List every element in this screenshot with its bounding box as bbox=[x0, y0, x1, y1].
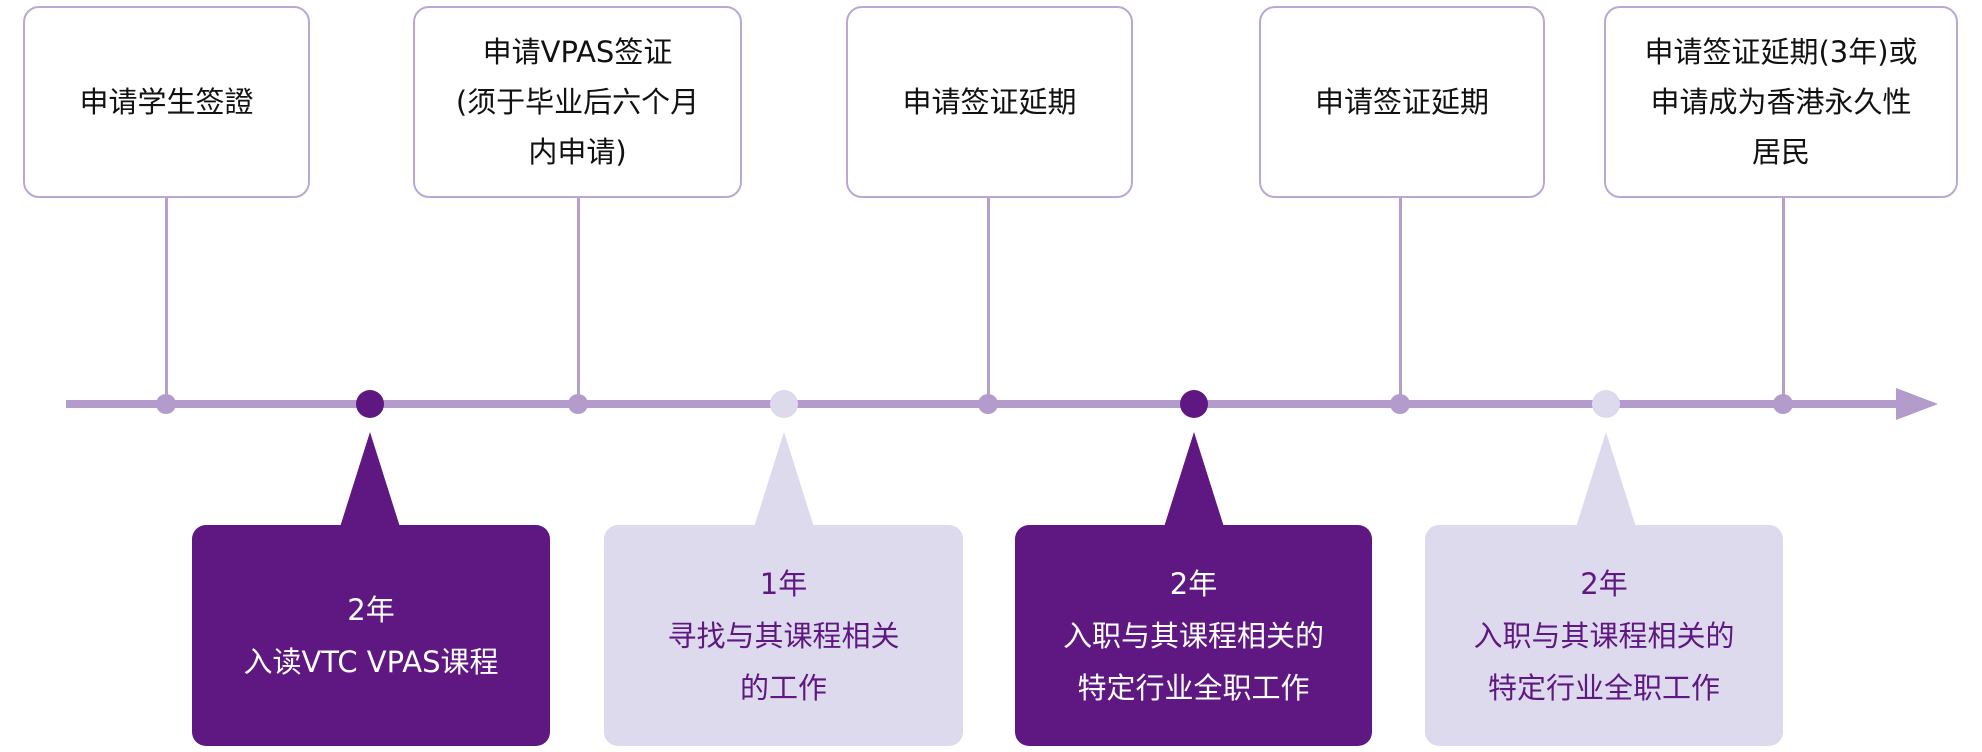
period-box: 2年 入读VTC VPAS课程 bbox=[192, 525, 550, 746]
period-box: 2年 入职与其课程相关的 特定行业全职工作 bbox=[1015, 525, 1372, 746]
period-dot bbox=[356, 390, 384, 418]
connector-line bbox=[987, 198, 990, 404]
period-duration: 1年 bbox=[759, 566, 808, 601]
milestone-box: 申请签证延期(3年)或 申请成为香港永久性 居民 bbox=[1604, 6, 1958, 198]
milestone-label: 申请VPAS签证 (须于毕业后六个月 内申请) bbox=[455, 35, 700, 169]
period-description: 寻找与其课程相关 的工作 bbox=[667, 618, 900, 705]
milestone-dot bbox=[568, 394, 588, 414]
milestone-label: 申请签证延期 bbox=[902, 85, 1077, 119]
connector-line bbox=[1399, 198, 1402, 404]
period-dot bbox=[1592, 390, 1620, 418]
period-box: 2年 入职与其课程相关的 特定行业全职工作 bbox=[1425, 525, 1783, 746]
callout-pointer bbox=[1576, 432, 1636, 527]
connector-line bbox=[577, 198, 580, 404]
connector-line bbox=[165, 198, 168, 404]
period-duration: 2年 bbox=[347, 592, 395, 627]
period-dot bbox=[1180, 390, 1208, 418]
milestone-box: 申请VPAS签证 (须于毕业后六个月 内申请) bbox=[413, 6, 742, 198]
period-duration: 2年 bbox=[1580, 566, 1628, 601]
milestone-dot bbox=[1773, 394, 1793, 414]
milestone-label: 申请签证延期(3年)或 申请成为香港永久性 居民 bbox=[1644, 35, 1918, 169]
period-dot bbox=[770, 390, 798, 418]
callout-pointer bbox=[754, 432, 814, 527]
period-duration: 2年 bbox=[1169, 566, 1218, 601]
milestone-label: 申请学生签證 bbox=[79, 85, 254, 119]
milestone-dot bbox=[156, 394, 176, 414]
milestone-dot bbox=[978, 394, 998, 414]
milestone-box: 申请学生签證 bbox=[23, 6, 310, 198]
milestone-box: 申请签证延期 bbox=[1259, 6, 1545, 198]
connector-line bbox=[1782, 198, 1785, 404]
milestone-box: 申请签证延期 bbox=[846, 6, 1133, 198]
arrow-head-icon bbox=[1896, 388, 1938, 420]
period-description: 入职与其课程相关的 特定行业全职工作 bbox=[1062, 618, 1324, 705]
callout-pointer bbox=[340, 432, 400, 527]
period-description: 入职与其课程相关的 特定行业全职工作 bbox=[1473, 618, 1735, 705]
milestone-dot bbox=[1390, 394, 1410, 414]
period-box: 1年 寻找与其课程相关 的工作 bbox=[604, 525, 963, 746]
callout-pointer bbox=[1164, 432, 1224, 527]
period-description: 入读VTC VPAS课程 bbox=[243, 644, 499, 679]
milestone-label: 申请签证延期 bbox=[1314, 85, 1489, 119]
